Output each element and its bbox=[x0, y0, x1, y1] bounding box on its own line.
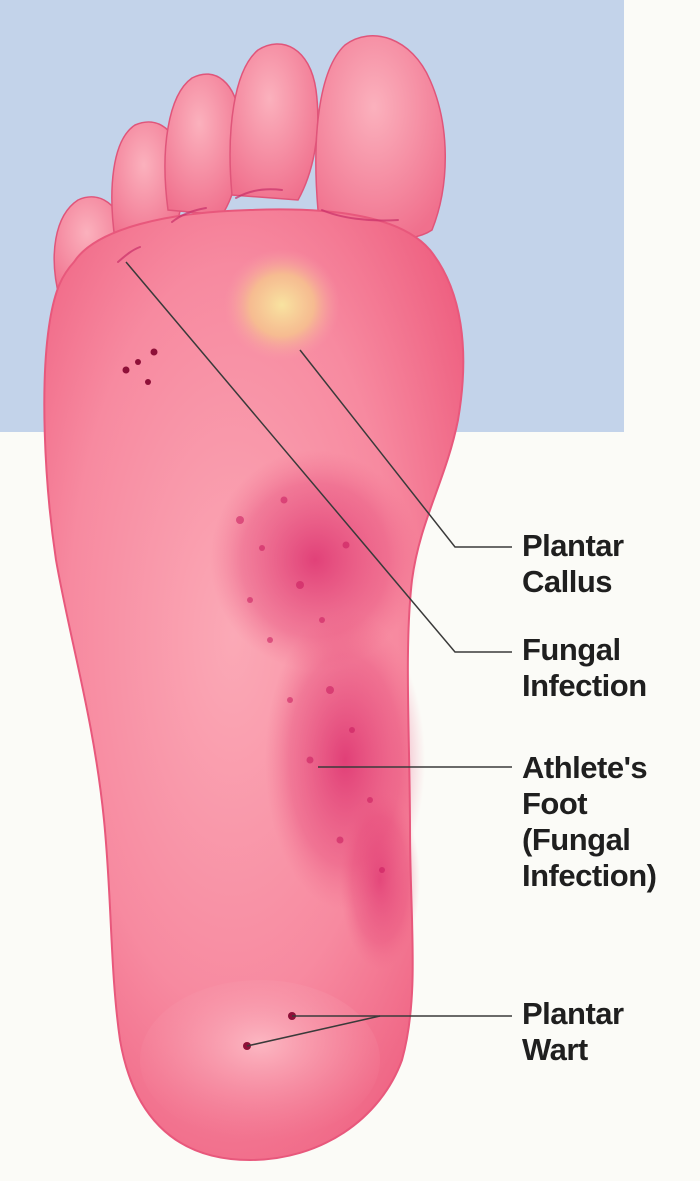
speckle bbox=[247, 597, 253, 603]
speckle bbox=[306, 756, 314, 764]
rash-speckles bbox=[236, 496, 385, 873]
fungal-dot bbox=[145, 379, 151, 385]
label-plantar-wart: Plantar Wart bbox=[522, 996, 624, 1068]
label-athletes-foot-line-1: Athlete's bbox=[522, 750, 648, 785]
speckle bbox=[367, 797, 373, 803]
heel-highlight bbox=[140, 980, 380, 1140]
label-athletes-foot-line-3: (Fungal bbox=[522, 822, 631, 857]
speckle bbox=[379, 867, 385, 873]
label-fungal-infection-line-1: Fungal bbox=[522, 632, 621, 667]
speckle bbox=[280, 496, 288, 504]
label-fungal-infection-line-2: Infection bbox=[522, 668, 647, 703]
callus-spot bbox=[224, 249, 340, 361]
label-fungal-infection: Fungal Infection bbox=[522, 632, 647, 704]
leader-line-fungal-infection bbox=[125, 261, 512, 653]
speckle bbox=[287, 697, 293, 703]
leader-line-plantar-wart-2 bbox=[246, 1015, 381, 1047]
speckle bbox=[296, 581, 304, 589]
speckle bbox=[236, 516, 244, 524]
fungal-dots bbox=[122, 348, 158, 385]
fungal-dot bbox=[150, 348, 158, 356]
rash-patch-upper bbox=[210, 450, 420, 670]
speckle bbox=[267, 637, 273, 643]
label-athletes-foot-line-4: Infection) bbox=[522, 858, 657, 893]
label-plantar-wart-line-1: Plantar bbox=[522, 996, 624, 1031]
label-athletes-foot: Athlete's Foot (Fungal Infection) bbox=[522, 750, 657, 894]
label-plantar-wart-line-2: Wart bbox=[522, 1032, 588, 1067]
speckle bbox=[259, 545, 265, 551]
crease-2 bbox=[171, 207, 207, 223]
crease-4 bbox=[321, 209, 399, 222]
label-plantar-callus-line-2: Callus bbox=[522, 564, 613, 599]
crease-3 bbox=[235, 188, 283, 199]
rash-patch-edge bbox=[340, 790, 420, 970]
label-plantar-callus: Plantar Callus bbox=[522, 528, 624, 600]
leader-line-plantar-callus bbox=[299, 349, 512, 548]
label-plantar-callus-line-1: Plantar bbox=[522, 528, 624, 563]
leader-lines bbox=[125, 261, 512, 1047]
toe-creases bbox=[117, 188, 399, 263]
fungal-dot bbox=[135, 359, 141, 365]
label-athletes-foot-line-2: Foot bbox=[522, 786, 588, 821]
speckle bbox=[349, 727, 355, 733]
crease-1 bbox=[117, 246, 141, 263]
rash-area bbox=[210, 450, 425, 970]
speckle bbox=[326, 686, 334, 694]
second-toe bbox=[229, 43, 319, 201]
speckle bbox=[336, 836, 344, 844]
speckle bbox=[342, 541, 350, 549]
speckle bbox=[319, 617, 325, 623]
fungal-dot bbox=[122, 366, 130, 374]
